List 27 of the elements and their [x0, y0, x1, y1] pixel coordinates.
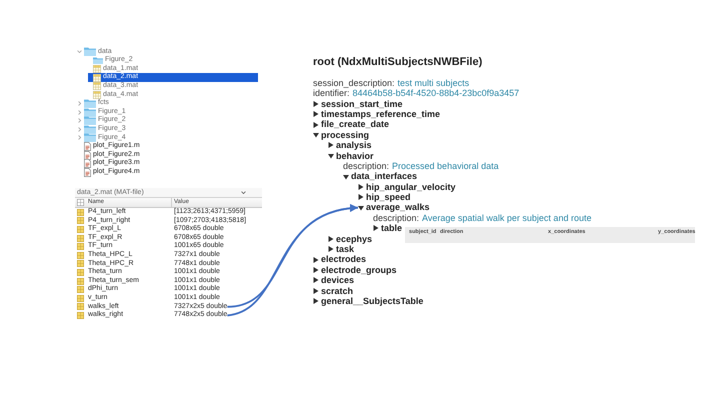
tree-item: file_create_date	[321, 119, 390, 130]
tree-item: data_interfaces	[351, 171, 418, 182]
tree-item: session_start_time	[321, 98, 403, 109]
field-name: description:	[373, 212, 420, 224]
tree-item: hip_speed	[366, 192, 411, 202]
tree-item: analysis	[336, 140, 372, 151]
tree-item: ecephys	[336, 234, 372, 244]
tree-item: behavior	[336, 150, 374, 161]
tree-root-title: root (NdxMultiSubjectsNWBFile)	[313, 55, 482, 69]
tree-item: hip_angular_velocity	[366, 182, 456, 192]
tree-item: devices	[321, 275, 354, 286]
tree-item: table	[381, 223, 402, 234]
field-name: session_description:	[313, 78, 395, 88]
field-value: Processed behavioral data	[392, 160, 499, 172]
tree-item: timestamps_reference_time	[321, 108, 440, 120]
tree-item: task	[336, 244, 354, 254]
tree-item: electrodes	[321, 254, 366, 265]
tree-item: average_walks	[366, 202, 430, 213]
field-value: test multi subjects	[398, 78, 470, 88]
field-name: identifier:	[313, 88, 350, 99]
tree-item: general__SubjectsTable	[321, 296, 424, 306]
field-value: 84464b58-b54f-4520-88b4-23bc0f9a3457	[352, 88, 520, 99]
field-name: description:	[343, 160, 390, 172]
field-value: Average spatial walk per subject and route	[422, 212, 592, 224]
tree-item: electrode_groups	[321, 264, 397, 276]
tree-item: scratch	[321, 286, 354, 296]
tree-item: processing	[321, 130, 370, 140]
